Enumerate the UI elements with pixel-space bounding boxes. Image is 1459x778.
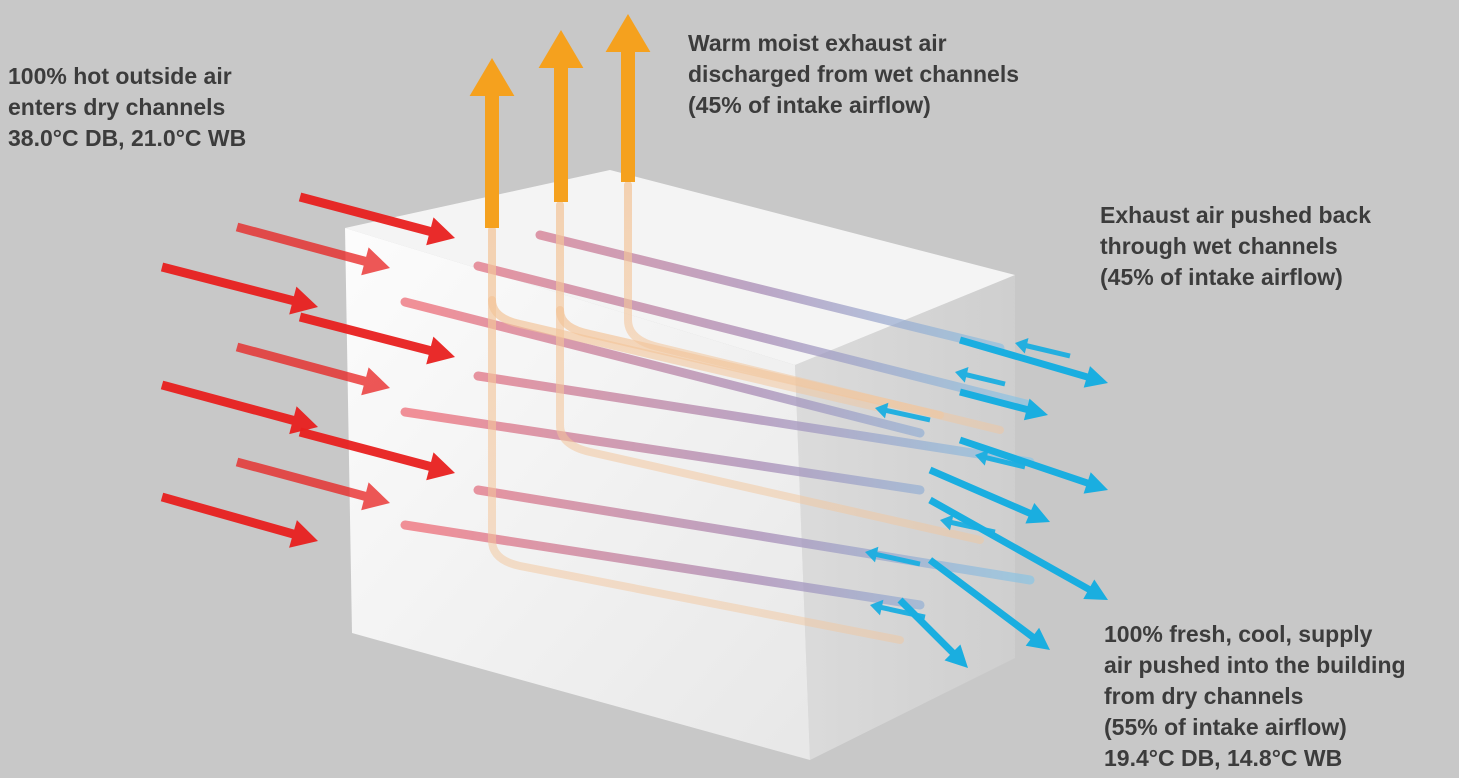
- wet-channel-return-label-line-1: Exhaust air pushed back: [1100, 202, 1371, 228]
- supply-air-label: 100% fresh, cool, supply air pushed into…: [1104, 619, 1406, 774]
- intake-air-label: 100% hot outside air enters dry channels…: [8, 61, 246, 154]
- exhaust-air-label-line-2: discharged from wet channels: [688, 61, 1020, 87]
- supply-air-label-line-4: (55% of intake airflow): [1104, 714, 1347, 740]
- exhaust-branch-1: [488, 296, 884, 412]
- supply-air-label-line-1: 100% fresh, cool, supply: [1104, 621, 1373, 647]
- intake-arrow-7: [298, 427, 455, 481]
- intake-air-label-line-2: enters dry channels: [8, 94, 226, 120]
- intake-arrow-4: [298, 312, 455, 365]
- return-arrow-2: [955, 367, 1006, 387]
- dry-channel-stream-4: [473, 371, 1035, 467]
- intake-arrow-8: [235, 457, 390, 511]
- intake-arrows: [160, 192, 455, 548]
- wet-channel-return-label: Exhaust air pushed back through wet chan…: [1100, 200, 1371, 293]
- return-arrow-6: [865, 546, 921, 567]
- exhaust-air-label: Warm moist exhaust air discharged from w…: [688, 28, 1019, 121]
- wet-channel-return-label-line-2: through wet channels: [1100, 233, 1338, 259]
- intake-air-label-line-1: 100% hot outside air: [8, 63, 232, 89]
- intake-arrow-9: [160, 492, 318, 548]
- exhaust-arrow-1: [469, 58, 515, 228]
- intake-arrow-5: [235, 342, 390, 396]
- return-arrow-4: [975, 450, 1026, 470]
- exhaust-branch-2: [556, 306, 944, 419]
- exhaust-air-label-line-1: Warm moist exhaust air: [688, 30, 947, 56]
- intake-arrow-6: [160, 380, 318, 435]
- supply-arrow-6: [927, 557, 1050, 650]
- supply-arrows: [865, 336, 1108, 668]
- exhaust-arrows: [469, 14, 651, 228]
- dry-channel-stream-2: [473, 261, 1035, 410]
- wet-channel-exhaust-streams: [488, 181, 1004, 644]
- intake-air-label-line-3: 38.0°C DB, 21.0°C WB: [8, 125, 247, 151]
- supply-arrow-5: [928, 496, 1108, 600]
- exhaust-stream-2: [556, 201, 984, 544]
- dry-channel-stream-1: [535, 230, 1005, 353]
- intake-arrow-2: [235, 222, 390, 276]
- return-arrow-1: [1015, 338, 1071, 359]
- wet-channel-return-label-line-3: (45% of intake airflow): [1100, 264, 1343, 290]
- supply-arrow-4: [928, 466, 1050, 524]
- exhaust-air-label-line-3: (45% of intake airflow): [688, 92, 931, 118]
- supply-arrow-1: [959, 336, 1108, 388]
- exhaust-arrow-2: [538, 30, 584, 202]
- supply-air-label-line-2: air pushed into the building: [1104, 652, 1406, 678]
- supply-air-label-line-3: from dry channels: [1104, 683, 1304, 709]
- return-arrow-3: [875, 402, 931, 423]
- supply-arrow-3: [958, 436, 1108, 494]
- return-arrow-5: [940, 514, 996, 535]
- intake-arrow-1: [298, 192, 455, 246]
- supply-air-label-line-5: 19.4°C DB, 14.8°C WB: [1104, 745, 1343, 771]
- supply-arrow-2: [959, 388, 1048, 421]
- exhaust-stream-1: [488, 226, 904, 644]
- intake-arrow-3: [160, 262, 318, 315]
- exhaust-arrow-3: [605, 14, 651, 182]
- return-arrow-7: [870, 599, 926, 620]
